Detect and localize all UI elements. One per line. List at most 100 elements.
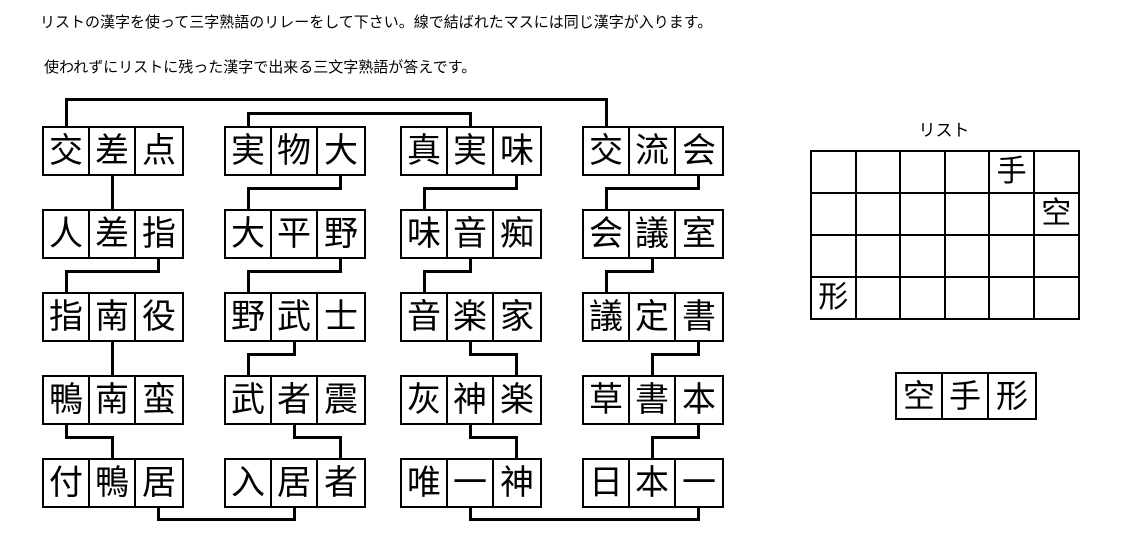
list-cell[interactable] xyxy=(812,194,857,236)
list-cell[interactable] xyxy=(812,236,857,278)
list-cell[interactable] xyxy=(856,236,902,278)
kanji-cell[interactable]: 真 xyxy=(402,128,448,174)
kanji-cell[interactable]: 音 xyxy=(402,294,448,340)
kanji-cell[interactable]: 痴 xyxy=(494,211,540,257)
list-cell[interactable]: 手 xyxy=(990,152,1035,194)
list-cell[interactable] xyxy=(901,152,946,194)
list-cell[interactable]: 空 xyxy=(1034,194,1080,236)
kanji-cell[interactable]: 大 xyxy=(318,128,364,174)
kanji-cell[interactable]: 点 xyxy=(136,128,182,174)
kanji-cell[interactable]: 差 xyxy=(90,211,136,257)
kanji-cell[interactable]: 音 xyxy=(448,211,494,257)
kanji-cell[interactable]: 居 xyxy=(272,460,318,506)
kanji-cell[interactable]: 本 xyxy=(676,377,722,423)
connector-segment xyxy=(469,436,518,439)
list-cell[interactable] xyxy=(990,278,1035,320)
connector-segment xyxy=(469,518,700,521)
kanji-cell[interactable]: 味 xyxy=(494,128,540,174)
kanji-cell[interactable]: 議 xyxy=(584,294,630,340)
kanji-cell[interactable]: 流 xyxy=(630,128,676,174)
list-cell[interactable] xyxy=(945,194,991,236)
kanji-cell[interactable]: 一 xyxy=(676,460,722,506)
kanji-cell[interactable]: 者 xyxy=(318,460,364,506)
word-row: 草 書 本 xyxy=(582,375,724,425)
kanji-cell[interactable]: 日 xyxy=(584,460,630,506)
kanji-cell[interactable]: 差 xyxy=(90,128,136,174)
list-cell[interactable] xyxy=(856,278,902,320)
list-cell[interactable] xyxy=(945,278,991,320)
kanji-cell[interactable]: 実 xyxy=(226,128,272,174)
list-cell[interactable] xyxy=(1034,236,1080,278)
kanji-cell[interactable]: 家 xyxy=(494,294,540,340)
kanji-cell[interactable]: 一 xyxy=(448,460,494,506)
connector-segment xyxy=(157,518,296,521)
kanji-cell[interactable]: 鴨 xyxy=(44,377,90,423)
list-cell[interactable]: 形 xyxy=(812,278,857,320)
kanji-cell[interactable]: 唯 xyxy=(402,460,448,506)
answer-cell[interactable]: 形 xyxy=(989,374,1035,418)
list-cell[interactable] xyxy=(901,194,946,236)
kanji-cell[interactable]: 書 xyxy=(630,377,676,423)
kanji-cell[interactable]: 指 xyxy=(136,211,182,257)
kanji-cell[interactable]: 神 xyxy=(494,460,540,506)
kanji-cell[interactable]: 灰 xyxy=(402,377,448,423)
kanji-cell[interactable]: 味 xyxy=(402,211,448,257)
list-cell[interactable] xyxy=(1034,278,1080,320)
kanji-cell[interactable]: 鴨 xyxy=(90,460,136,506)
kanji-cell[interactable]: 交 xyxy=(584,128,630,174)
kanji-cell[interactable]: 南 xyxy=(90,377,136,423)
kanji-cell[interactable]: 本 xyxy=(630,460,676,506)
answer-cell[interactable]: 手 xyxy=(943,374,989,418)
list-row: 手 xyxy=(812,152,1080,194)
list-cell[interactable] xyxy=(1034,152,1080,194)
kanji-cell[interactable]: 入 xyxy=(226,460,272,506)
connector-segment xyxy=(605,187,700,190)
word-row: 日 本 一 xyxy=(582,458,724,508)
kanji-cell[interactable]: 議 xyxy=(630,211,676,257)
list-cell[interactable] xyxy=(945,152,991,194)
answer-cell[interactable]: 空 xyxy=(897,374,943,418)
list-cell[interactable] xyxy=(856,152,902,194)
connector-segment xyxy=(111,436,114,459)
kanji-cell[interactable]: 人 xyxy=(44,211,90,257)
kanji-cell[interactable]: 室 xyxy=(676,211,722,257)
kanji-cell[interactable]: 楽 xyxy=(448,294,494,340)
connector-segment xyxy=(651,436,700,439)
list-cell[interactable] xyxy=(901,278,946,320)
kanji-cell[interactable]: 平 xyxy=(272,211,318,257)
kanji-cell[interactable]: 交 xyxy=(44,128,90,174)
list-cell[interactable] xyxy=(856,194,902,236)
list-cell[interactable] xyxy=(945,236,991,278)
kanji-cell[interactable]: 草 xyxy=(584,377,630,423)
list-cell[interactable] xyxy=(812,152,857,194)
kanji-cell[interactable]: 居 xyxy=(136,460,182,506)
kanji-cell[interactable]: 神 xyxy=(448,377,494,423)
kanji-cell[interactable]: 書 xyxy=(676,294,722,340)
kanji-cell[interactable]: 指 xyxy=(44,294,90,340)
kanji-cell[interactable]: 震 xyxy=(318,377,364,423)
kanji-cell[interactable]: 楽 xyxy=(494,377,540,423)
list-cell[interactable] xyxy=(990,236,1035,278)
connector-segment xyxy=(293,436,342,439)
list-cell[interactable] xyxy=(901,236,946,278)
kanji-cell[interactable]: 者 xyxy=(272,377,318,423)
kanji-cell[interactable]: 物 xyxy=(272,128,318,174)
kanji-cell[interactable]: 野 xyxy=(318,211,364,257)
kanji-cell[interactable]: 士 xyxy=(318,294,364,340)
kanji-cell[interactable]: 大 xyxy=(226,211,272,257)
kanji-cell[interactable]: 野 xyxy=(226,294,272,340)
kanji-cell[interactable]: 蛮 xyxy=(136,377,182,423)
kanji-cell[interactable]: 武 xyxy=(272,294,318,340)
kanji-cell[interactable]: 実 xyxy=(448,128,494,174)
word-row: 付 鴨 居 xyxy=(42,458,184,508)
connector-segment xyxy=(651,253,654,271)
kanji-cell[interactable]: 武 xyxy=(226,377,272,423)
kanji-cell[interactable]: 会 xyxy=(676,128,722,174)
kanji-cell[interactable]: 付 xyxy=(44,460,90,506)
kanji-cell[interactable]: 南 xyxy=(90,294,136,340)
connector-segment xyxy=(247,353,250,376)
kanji-cell[interactable]: 会 xyxy=(584,211,630,257)
kanji-cell[interactable]: 役 xyxy=(136,294,182,340)
list-cell[interactable] xyxy=(990,194,1035,236)
kanji-cell[interactable]: 定 xyxy=(630,294,676,340)
